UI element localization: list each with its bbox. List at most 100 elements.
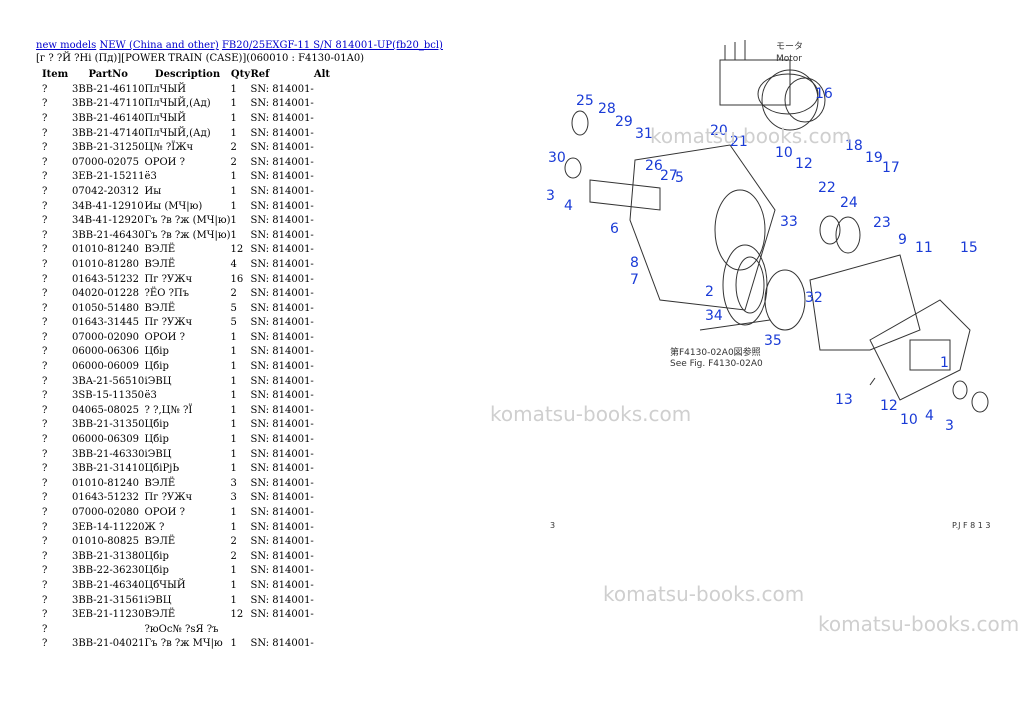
row-ref: SN: 814001- <box>250 346 314 358</box>
callout-number: 1 <box>940 355 949 371</box>
row-partno: 01010-80825 <box>72 536 140 548</box>
row-partno: 07042-20312 <box>72 185 140 197</box>
breadcrumb-model[interactable]: FB20/25EXGF-11 S/N 814001-UP(fb20_bcl) <box>221 40 443 51</box>
row-ref: SN: 814001- <box>250 171 314 183</box>
row-item: ? <box>42 229 48 241</box>
row-description: Цбiр <box>144 550 169 562</box>
gasket-shape <box>809 254 921 351</box>
row-item: ? <box>42 244 48 256</box>
row-alt <box>314 403 344 418</box>
row-item: ? <box>42 302 48 314</box>
row-qty: 1 <box>230 390 237 402</box>
row-description: ПлЧЫЙ,(Ад) <box>144 98 211 110</box>
callout-number: 4 <box>925 408 934 424</box>
motor-end <box>761 69 819 131</box>
row-qty: 4 <box>230 258 237 270</box>
page-code: P.J F 8 1 3 <box>952 521 991 530</box>
row-partno: 3BB-21-46140 <box>72 112 145 124</box>
breadcrumb-new-china[interactable]: NEW (China and other) <box>99 40 219 51</box>
row-item: ? <box>42 463 48 475</box>
row-item: ? <box>42 185 48 197</box>
row-partno: 07000-02080 <box>72 507 140 519</box>
row-qty: 1 <box>230 200 237 212</box>
row-qty: 1 <box>230 112 237 124</box>
row-item: ? <box>42 434 48 446</box>
row-description: Пг ?УЖч <box>144 492 193 504</box>
row-partno: 3BB-21-47140 <box>72 127 145 139</box>
row-description: іЭВЦ <box>144 448 172 460</box>
breadcrumb-new-models[interactable]: new models <box>36 40 97 51</box>
row-qty <box>230 622 250 637</box>
ref-note-en: See Fig. F4130-02A0 <box>670 359 763 369</box>
row-partno <box>72 622 145 637</box>
row-ref: SN: 814001- <box>250 185 314 197</box>
shaft-shape <box>589 179 661 211</box>
row-description: ЦбiРјЬ <box>144 463 180 475</box>
row-qty: 2 <box>230 142 237 154</box>
row-item: ? <box>42 623 48 635</box>
table-header-row: Item PartNo Description Qty Ref Alt <box>36 67 344 82</box>
row-description: ВЭЛЁ <box>144 244 176 256</box>
row-partno: 3BB-21-31250 <box>72 142 145 154</box>
row-item: ? <box>42 477 48 489</box>
callout-number: 16 <box>815 86 833 102</box>
row-alt <box>314 374 344 389</box>
row-alt <box>314 388 344 403</box>
row-alt <box>314 257 344 272</box>
callout-number: 35 <box>764 333 782 349</box>
callout-number: 9 <box>898 232 907 248</box>
callout-number: 26 <box>645 158 663 174</box>
col-qty: Qty <box>230 69 251 80</box>
row-description: Иы <box>144 185 162 197</box>
row-partno: 04020-01228 <box>72 288 140 300</box>
row-description: ё3 <box>144 390 157 402</box>
callout-number: 2 <box>705 284 714 300</box>
row-qty: 3 <box>230 477 237 489</box>
row-item: ? <box>42 346 48 358</box>
col-item: Item <box>42 69 69 80</box>
case-shape <box>629 144 776 311</box>
row-ref: SN: 814001- <box>250 302 314 314</box>
table-row: ??юОс№ ?sЯ ?ъ <box>36 622 344 637</box>
row-alt <box>314 184 344 199</box>
o-ring-shape <box>757 73 819 115</box>
row-qty: 1 <box>230 448 237 460</box>
row-description: ОРОИ ? <box>144 331 185 343</box>
row-qty: 1 <box>230 83 237 95</box>
row-qty: 1 <box>230 361 237 373</box>
callout-number: 13 <box>835 392 853 408</box>
row-ref: SN: 814001- <box>250 609 314 621</box>
row-qty: 1 <box>230 346 237 358</box>
row-partno: 34B-41-12920 <box>72 215 144 227</box>
callout-number: 12 <box>795 156 813 172</box>
callout-number: 10 <box>900 412 918 428</box>
callout-number: 30 <box>548 150 566 166</box>
row-alt <box>314 272 344 287</box>
row-alt <box>314 549 344 564</box>
watermark: komatsu-books.com <box>490 402 692 426</box>
row-description: ?ЁО ?Пъ <box>144 288 190 300</box>
row-alt <box>314 637 344 652</box>
watermark: komatsu-books.com <box>818 612 1020 636</box>
row-partno: 3BB-21-04021 <box>72 638 145 650</box>
row-item: ? <box>42 361 48 373</box>
row-description: Ц№ ?ЇЖч <box>144 142 194 154</box>
callout-number: 6 <box>610 221 619 237</box>
breadcrumb: new models NEW (China and other) FB20/25… <box>36 40 506 52</box>
row-ref: SN: 814001- <box>250 536 314 548</box>
row-item: ? <box>42 331 48 343</box>
row-item: ? <box>42 565 48 577</box>
row-alt <box>314 578 344 593</box>
row-ref: SN: 814001- <box>250 98 314 110</box>
page-number: 3 <box>550 521 555 530</box>
